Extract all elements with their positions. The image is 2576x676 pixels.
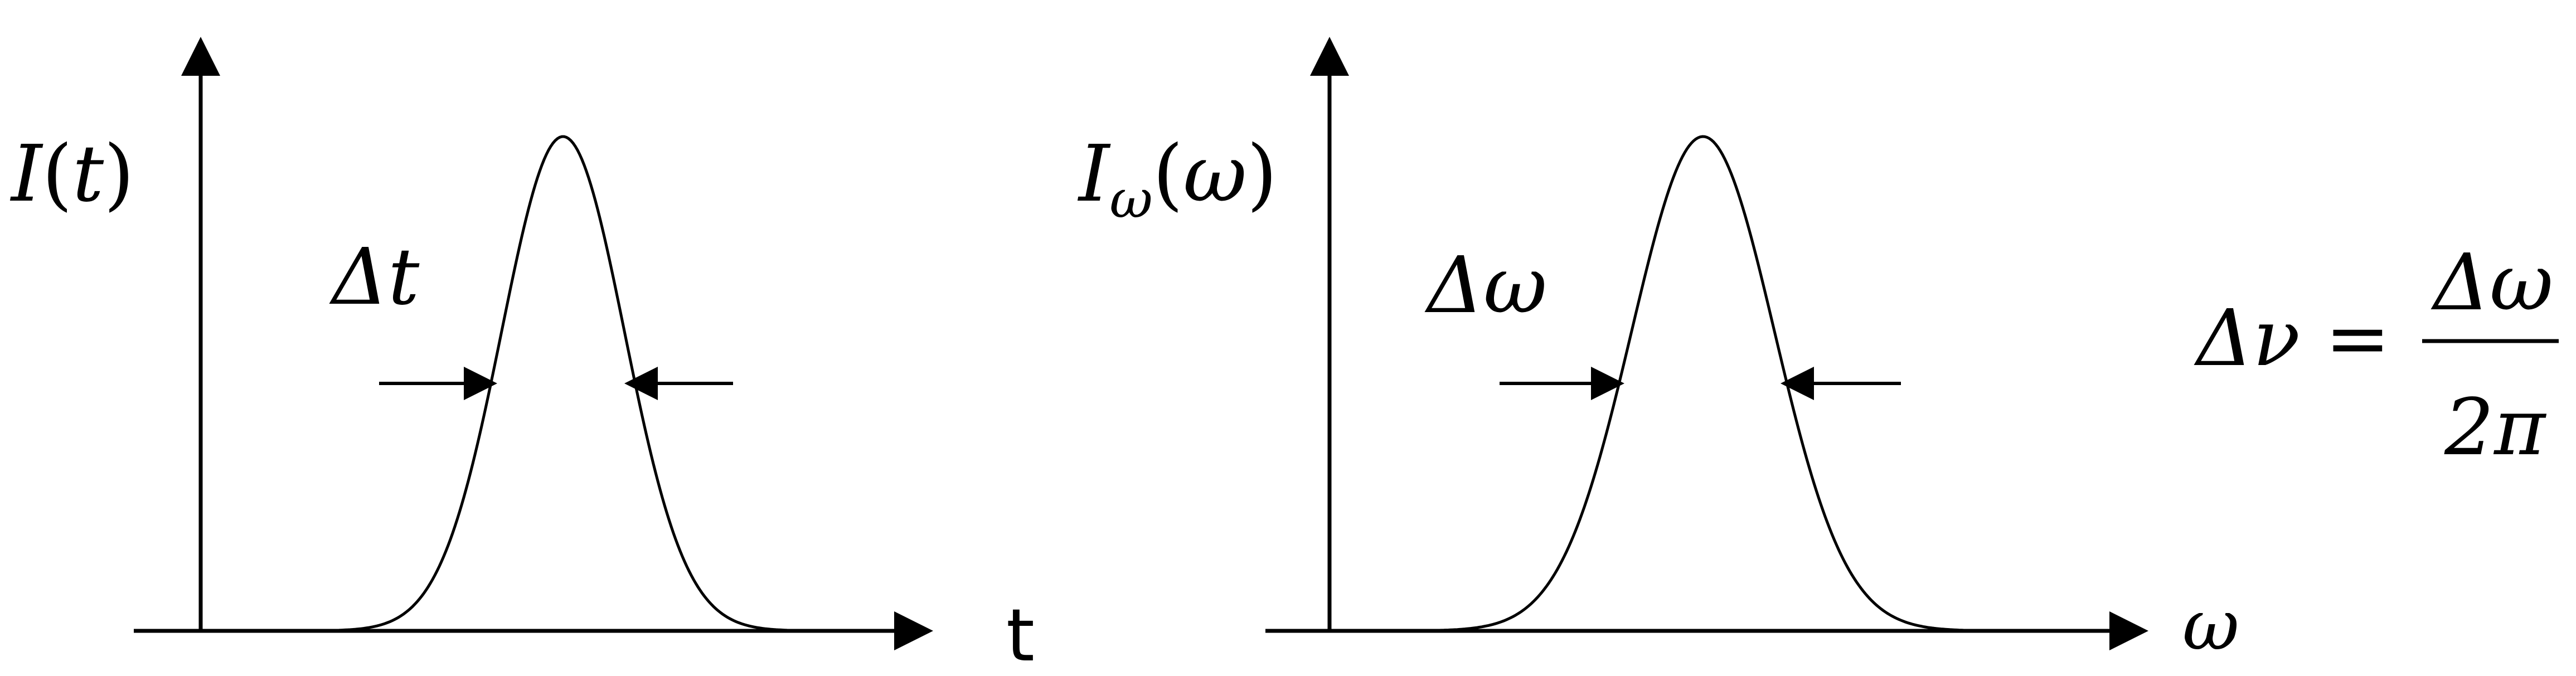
gaussian-curve <box>223 135 892 633</box>
y-axis-label: I(t) <box>9 129 134 220</box>
equation-denominator: 2π <box>2444 382 2547 473</box>
x-axis-label: t <box>1006 593 1035 676</box>
y-axis-label: Iω(ω) <box>1077 129 1277 230</box>
frequency-domain-panel: Iω(ω) Δω ω <box>1077 37 2239 666</box>
width-label: Δt <box>329 232 420 323</box>
time-domain-panel: I(t) Δt t <box>9 37 1035 676</box>
x-axis-label: ω <box>2182 585 2239 666</box>
equation-lhs: Δν = <box>2194 293 2390 384</box>
equation-numerator: Δω <box>2431 237 2553 328</box>
bandwidth-equation: Δν = Δω 2π <box>2194 237 2559 473</box>
width-label: Δω <box>1424 240 1547 331</box>
gaussian-curve <box>1355 135 2106 633</box>
